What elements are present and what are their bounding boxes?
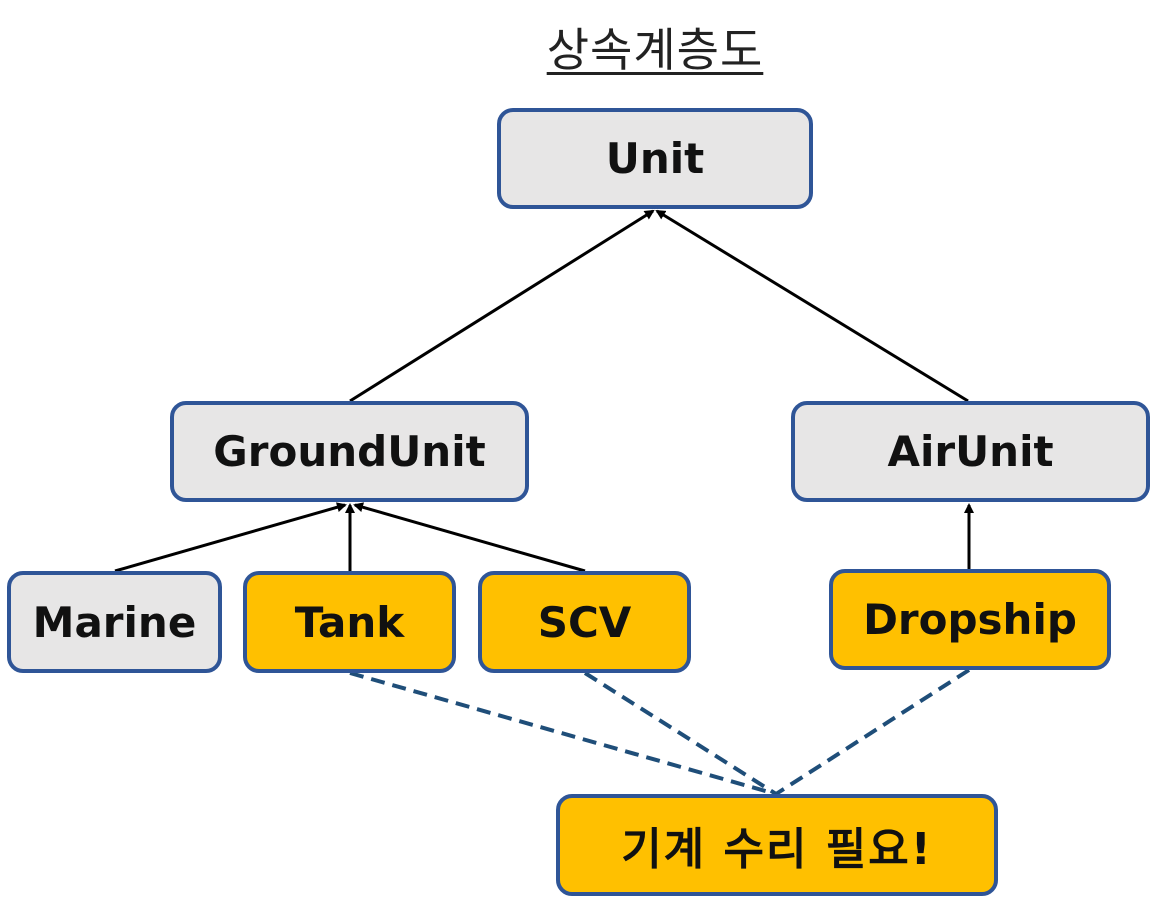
dashed-edge-dropship-to-repair [774, 668, 971, 796]
node-marine: Marine [7, 571, 222, 673]
node-unit: Unit [497, 108, 813, 209]
node-tank: Tank [243, 571, 456, 673]
diagram-title: 상속계층도 [546, 23, 764, 77]
node-airunit: AirUnit [791, 401, 1150, 502]
node-repair-needed: 기계 수리 필요! [556, 794, 998, 896]
dashed-edge-scv-to-repair [583, 671, 778, 796]
edge-airunit-to-unit [655, 209, 969, 403]
dashed-edge-tank-to-repair [349, 671, 777, 796]
edge-marine-to-groundunit [114, 502, 347, 573]
node-groundunit: GroundUnit [170, 401, 529, 502]
node-dropship: Dropship [829, 569, 1111, 670]
edge-scv-to-groundunit [353, 502, 586, 573]
node-scv: SCV [478, 571, 691, 673]
edge-groundunit-to-unit [349, 209, 655, 403]
